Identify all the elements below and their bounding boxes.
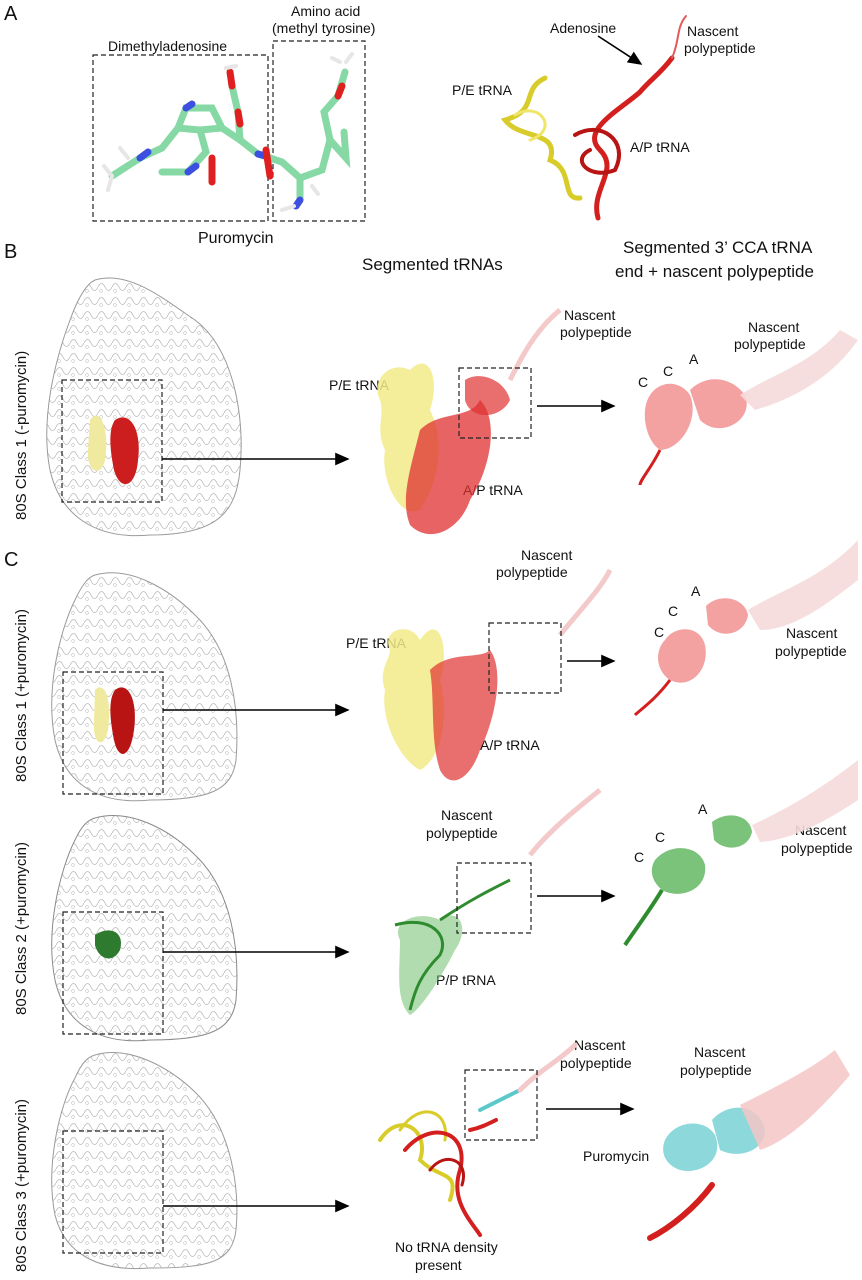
label-amino-acid-line1: Amino acid	[291, 3, 360, 19]
trna-density-c2	[394, 788, 602, 1015]
row-label-b: 80S Class 1 (-puromycin)	[13, 351, 30, 520]
arrow-adenosine	[597, 35, 643, 65]
trna-density-b	[377, 308, 562, 535]
row-label-c2: 80S Class 2 (+puromycin)	[13, 842, 30, 1015]
label-nascent-c2-1: Nascent	[441, 807, 492, 823]
label-nascent-c3-1: Nascent	[574, 1037, 625, 1053]
label-zoom-nascent-b-1: Nascent	[748, 319, 799, 335]
puromycin-zoom-c3	[647, 1050, 850, 1241]
label-zoom-nascent-c3-1: Nascent	[694, 1044, 745, 1060]
label-nascent-c1-2: polypeptide	[496, 564, 568, 580]
label-nascent-c1-1: Nascent	[521, 547, 572, 563]
density-trna-c1	[93, 687, 135, 754]
label-nascent-b-2: polypeptide	[560, 324, 632, 340]
panel-letter-b: B	[4, 241, 17, 263]
label-c1-b: C	[638, 374, 648, 390]
trna-density-c1	[382, 568, 613, 781]
label-a-c2: A	[698, 801, 708, 817]
box-zoom-c2	[456, 862, 532, 934]
label-nascent-a-1: Nascent	[687, 23, 738, 39]
header-segmented-cca-2: end + nascent polypeptide	[615, 262, 814, 281]
box-ribosome-c3	[62, 1130, 164, 1254]
label-ap-trna-b: A/P tRNA	[463, 482, 523, 498]
label-nascent-b-1: Nascent	[564, 307, 615, 323]
label-adenosine: Adenosine	[550, 20, 616, 36]
label-nascent-c2-2: polypeptide	[426, 825, 498, 841]
ribosome-map-c3	[51, 1052, 238, 1270]
label-zoom-nascent-c3-2: polypeptide	[680, 1062, 752, 1078]
panel-letter-a: A	[4, 3, 18, 25]
box-zoom-c3	[464, 1069, 538, 1141]
label-dimethyladenosine: Dimethyladenosine	[108, 38, 227, 54]
cca-zoom-c1	[633, 540, 858, 717]
box-zoom-c1	[488, 622, 562, 694]
row-label-c1: 80S Class 1 (+puromycin)	[13, 609, 30, 782]
cca-zoom-b	[638, 330, 858, 486]
label-zoom-nascent-c1-2: polypeptide	[775, 643, 847, 659]
label-zoom-nascent-b-2: polypeptide	[734, 336, 806, 352]
label-nascent-c3-2: polypeptide	[560, 1055, 632, 1071]
density-trna-c2	[95, 930, 121, 959]
box-zoom-b	[458, 367, 532, 439]
label-a-b: A	[689, 351, 699, 367]
label-zoom-nascent-c1-1: Nascent	[786, 625, 837, 641]
label-c2-b: C	[663, 363, 673, 379]
label-no-density-2: present	[415, 1257, 462, 1273]
label-nascent-a-2: polypeptide	[684, 40, 756, 56]
label-amino-acid-line2: (methyl tyrosine)	[272, 20, 375, 36]
label-ap-trna-a: A/P tRNA	[630, 139, 690, 155]
panel-letter-c: C	[4, 549, 18, 571]
label-c2-c1: C	[668, 603, 678, 619]
label-pe-trna-b: P/E tRNA	[329, 377, 390, 393]
label-c1-c1: C	[654, 624, 664, 640]
label-c2-c2: C	[655, 829, 665, 845]
label-c1-c2: C	[634, 849, 644, 865]
box-ribosome-c1	[62, 671, 164, 795]
label-pe-trna-a: P/E tRNA	[452, 82, 513, 98]
label-a-c1: A	[691, 583, 701, 599]
label-puromycin: Puromycin	[198, 230, 274, 247]
label-zoom-nascent-c2-2: polypeptide	[781, 840, 853, 856]
box-ribosome-b	[61, 379, 163, 503]
label-no-density-1: No tRNA density	[395, 1239, 498, 1255]
label-pp-trna-c2: P/P tRNA	[436, 972, 496, 988]
header-segmented-cca-1: Segmented 3’ CCA tRNA	[623, 238, 813, 257]
density-trna-b	[87, 415, 139, 485]
ribosome-map-c1	[51, 572, 238, 802]
label-puromycin-c3: Puromycin	[583, 1148, 649, 1164]
row-label-c3: 80S Class 3 (+puromycin)	[13, 1099, 30, 1272]
trna-ribbon-a	[500, 15, 687, 221]
cca-zoom-c2	[623, 760, 858, 947]
puromycin-stick-model	[102, 52, 354, 212]
box-dimethyladenosine	[92, 54, 269, 222]
ribosome-map-b	[46, 277, 242, 537]
header-segmented-trnas: Segmented tRNAs	[362, 255, 503, 274]
label-ap-trna-c1: A/P tRNA	[480, 737, 540, 753]
box-ribosome-c2	[62, 911, 164, 1035]
ribosome-map-c2	[51, 815, 238, 1042]
trna-ribbon-c3	[378, 1042, 578, 1237]
